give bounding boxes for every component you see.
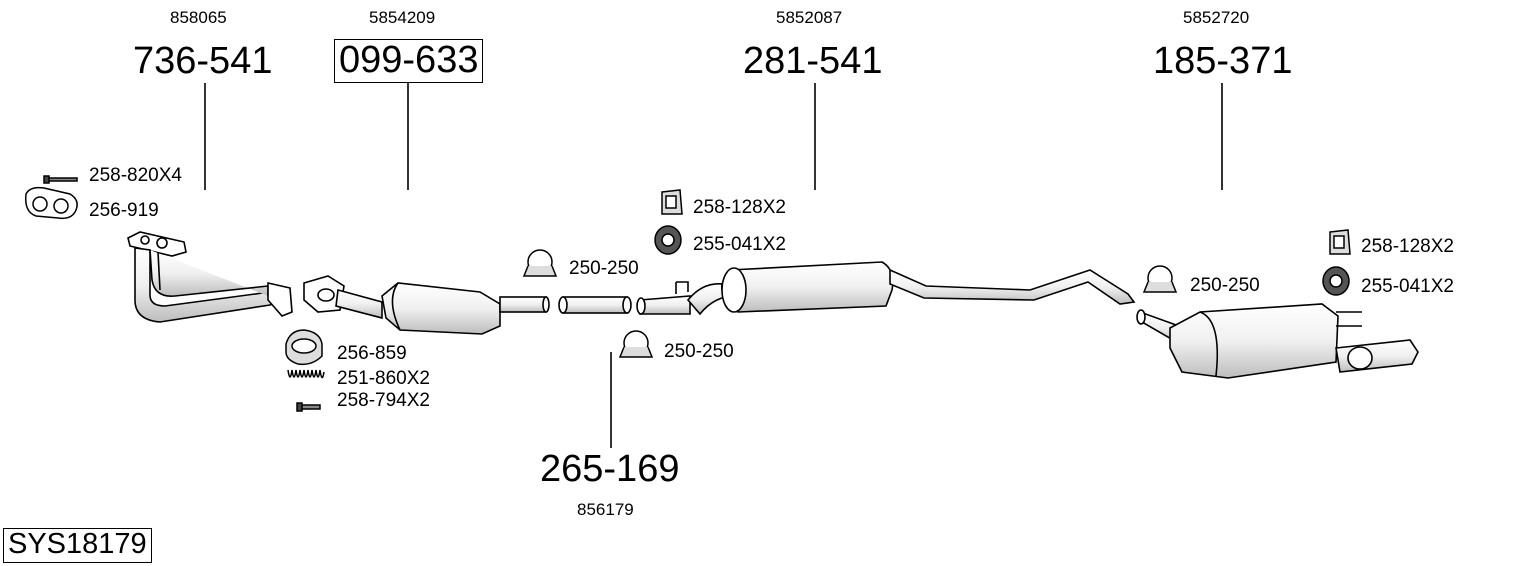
accessory-label[interactable]: 255-041X2 (693, 234, 786, 255)
part-number-736-541[interactable]: 736-541 (133, 40, 273, 82)
bolt-icon (296, 402, 321, 412)
front-pipe-drawing (127, 231, 293, 323)
accessory-label[interactable]: 251-860X2 (337, 368, 430, 389)
oe-number-5852720: 5852720 (1183, 8, 1250, 27)
accessory-label[interactable]: 250-250 (1190, 275, 1260, 296)
part-number-281-541[interactable]: 281-541 (743, 40, 883, 82)
bolt-icon (43, 175, 78, 184)
leader-lines (204, 83, 1223, 448)
part-number-185-371[interactable]: 185-371 (1153, 40, 1293, 82)
accessory-label[interactable]: 256-919 (89, 200, 159, 221)
oe-number-856179: 856179 (577, 500, 634, 519)
accessory-label[interactable]: 258-794X2 (337, 390, 430, 411)
hanger-bracket-icon (1329, 229, 1351, 255)
hanger-bracket-icon (661, 189, 683, 215)
accessory-label[interactable]: 256-859 (337, 343, 407, 364)
oe-number-5854209: 5854209 (369, 8, 436, 27)
clamp-icon (1142, 265, 1178, 293)
oe-number-5852087: 5852087 (776, 8, 843, 27)
accessory-label[interactable]: 258-128X2 (1361, 236, 1454, 257)
accessory-label[interactable]: 250-250 (664, 341, 734, 362)
part-number-099-633[interactable]: 099-633 (334, 39, 484, 83)
system-code: SYS18179 (3, 528, 152, 563)
accessory-label[interactable]: 258-820X4 (89, 165, 182, 186)
middle-silencer-drawing (636, 261, 1136, 316)
gasket-icon (24, 186, 78, 220)
oe-number-858065: 858065 (170, 8, 227, 27)
accessory-label[interactable]: 250-250 (569, 258, 639, 279)
part-number-265-169[interactable]: 265-169 (540, 448, 680, 490)
clamp-icon (618, 330, 654, 358)
accessory-label[interactable]: 255-041X2 (1361, 276, 1454, 297)
clamp-icon (522, 249, 558, 277)
seal-ring-icon (285, 329, 323, 366)
rubber-mount-icon (654, 225, 682, 255)
catalytic-converter-drawing (303, 275, 550, 335)
rubber-mount-icon (1322, 266, 1350, 296)
spring-icon (287, 369, 325, 379)
rear-silencer-drawing (1136, 303, 1419, 379)
accessory-label[interactable]: 258-128X2 (693, 197, 786, 218)
intermediate-pipe-drawing (558, 296, 632, 314)
